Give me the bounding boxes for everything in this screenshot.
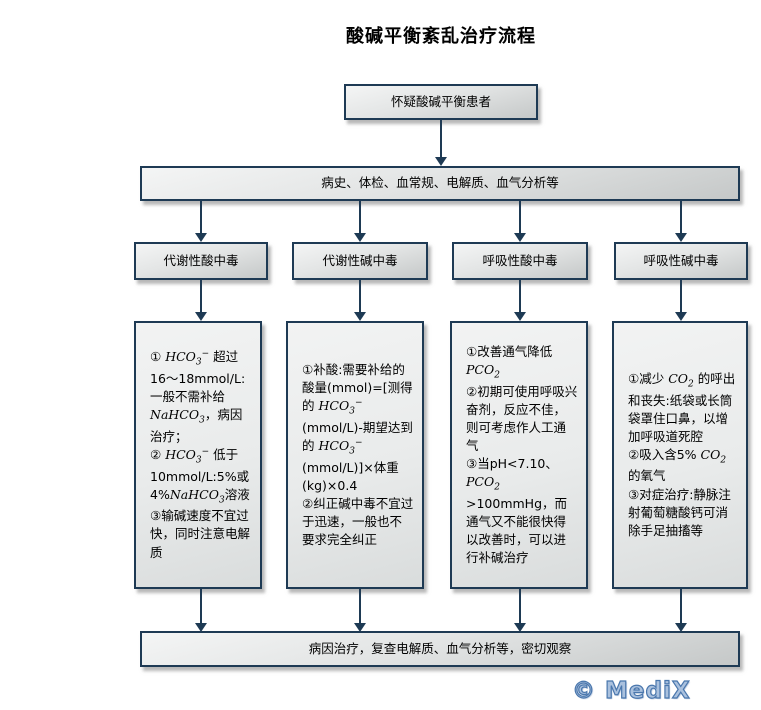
arrow-shaft xyxy=(680,589,682,625)
arrow-shaft xyxy=(519,589,521,625)
connector-arrow-final-4 xyxy=(675,589,687,632)
category-respiratory-acidosis: 呼吸性酸中毒 xyxy=(452,242,588,280)
arrow-head-icon xyxy=(514,623,526,632)
connector-arrow-start xyxy=(435,120,447,166)
connector-arrow-final-2 xyxy=(354,589,366,632)
connector-arrow-branch-3 xyxy=(514,201,526,242)
treatment-metabolic-acidosis: ① HCO3− 超过16～18mmol/L:一般不需补给NaHCO3，病因治疗；… xyxy=(134,321,262,589)
arrow-shaft xyxy=(519,201,521,235)
treatment-item: ①改善通气降低 PCO2 xyxy=(466,343,553,381)
connector-arrow-branch-1 xyxy=(195,201,207,242)
arrow-head-icon xyxy=(514,312,526,321)
treatment-item: ②初期可使用呼吸兴奋剂，反应不佳，则可考虑作人工通气 xyxy=(466,383,578,453)
arrow-head-icon xyxy=(195,623,207,632)
connector-arrow-detail-2 xyxy=(354,280,366,321)
arrow-head-icon xyxy=(354,233,366,242)
arrow-shaft xyxy=(440,120,442,159)
medix-watermark: © MediX xyxy=(571,677,691,704)
page-title: 酸碱平衡紊乱治疗流程 xyxy=(346,26,536,47)
treatment-item: ① HCO3− 超过16～18mmol/L:一般不需补给NaHCO3，病因治疗； xyxy=(150,349,246,444)
arrow-head-icon xyxy=(435,157,447,166)
arrow-shaft xyxy=(680,280,682,314)
connector-arrow-detail-1 xyxy=(195,280,207,321)
treatment-item: ②纠正碱中毒不宜过于迅速，一般也不要求完全纠正 xyxy=(302,495,414,548)
connector-arrow-branch-2 xyxy=(354,201,366,242)
treatment-item: ③输碱速度不宜过快，同时注意电解质 xyxy=(150,508,251,560)
category-metabolic-alkalosis: 代谢性碱中毒 xyxy=(292,242,428,280)
connector-arrow-detail-3 xyxy=(514,280,526,321)
arrow-head-icon xyxy=(514,233,526,242)
arrow-shaft xyxy=(359,201,361,235)
treatment-item: ①补酸:需要补给的酸量(mmol)=[测得的 HCO3−(mmol/L)-期望达… xyxy=(302,361,413,493)
connector-arrow-final-1 xyxy=(195,589,207,632)
connector-arrow-final-3 xyxy=(514,589,526,632)
arrow-shaft xyxy=(200,280,202,314)
treatment-item: ③当pH<7.10、PCO2 >100mmHg，而通气又不能很快得以改善时，可以… xyxy=(466,456,568,566)
arrow-head-icon xyxy=(354,312,366,321)
category-respiratory-alkalosis: 呼吸性碱中毒 xyxy=(614,242,748,280)
treatment-item: ①减少 CO2 的呼出和丧失:纸袋或长筒袋罩住口鼻，以增加呼吸道死腔 xyxy=(628,371,736,444)
arrow-shaft xyxy=(200,589,202,625)
treatment-item: ② HCO3− 低于10mmol/L:5%或4%NaHCO3溶液 xyxy=(150,446,250,506)
connector-arrow-branch-4 xyxy=(675,201,687,242)
arrow-head-icon xyxy=(675,233,687,242)
treatment-metabolic-alkalosis: ①补酸:需要补给的酸量(mmol)=[测得的 HCO3−(mmol/L)-期望达… xyxy=(286,321,424,589)
arrow-shaft xyxy=(519,280,521,314)
treatment-item: ③对症治疗:静脉注射葡萄糖酸钙可消除手足抽搐等 xyxy=(628,486,731,538)
arrow-head-icon xyxy=(675,623,687,632)
arrow-head-icon xyxy=(195,233,207,242)
connector-arrow-detail-4 xyxy=(675,280,687,321)
category-metabolic-acidosis: 代谢性酸中毒 xyxy=(134,242,268,280)
arrow-shaft xyxy=(200,201,202,235)
arrow-shaft xyxy=(359,589,361,625)
arrow-head-icon xyxy=(675,312,687,321)
start-node: 怀疑酸碱平衡患者 xyxy=(344,84,538,120)
final-node: 病因治疗，复查电解质、血气分析等，密切观察 xyxy=(140,631,740,667)
treatment-item: ②吸入含5% CO2的氧气 xyxy=(628,446,727,484)
arrow-shaft xyxy=(359,280,361,314)
arrow-shaft xyxy=(680,201,682,235)
arrow-head-icon xyxy=(354,623,366,632)
assessment-node: 病史、体检、血常规、电解质、血气分析等 xyxy=(140,166,740,201)
arrow-head-icon xyxy=(195,312,207,321)
